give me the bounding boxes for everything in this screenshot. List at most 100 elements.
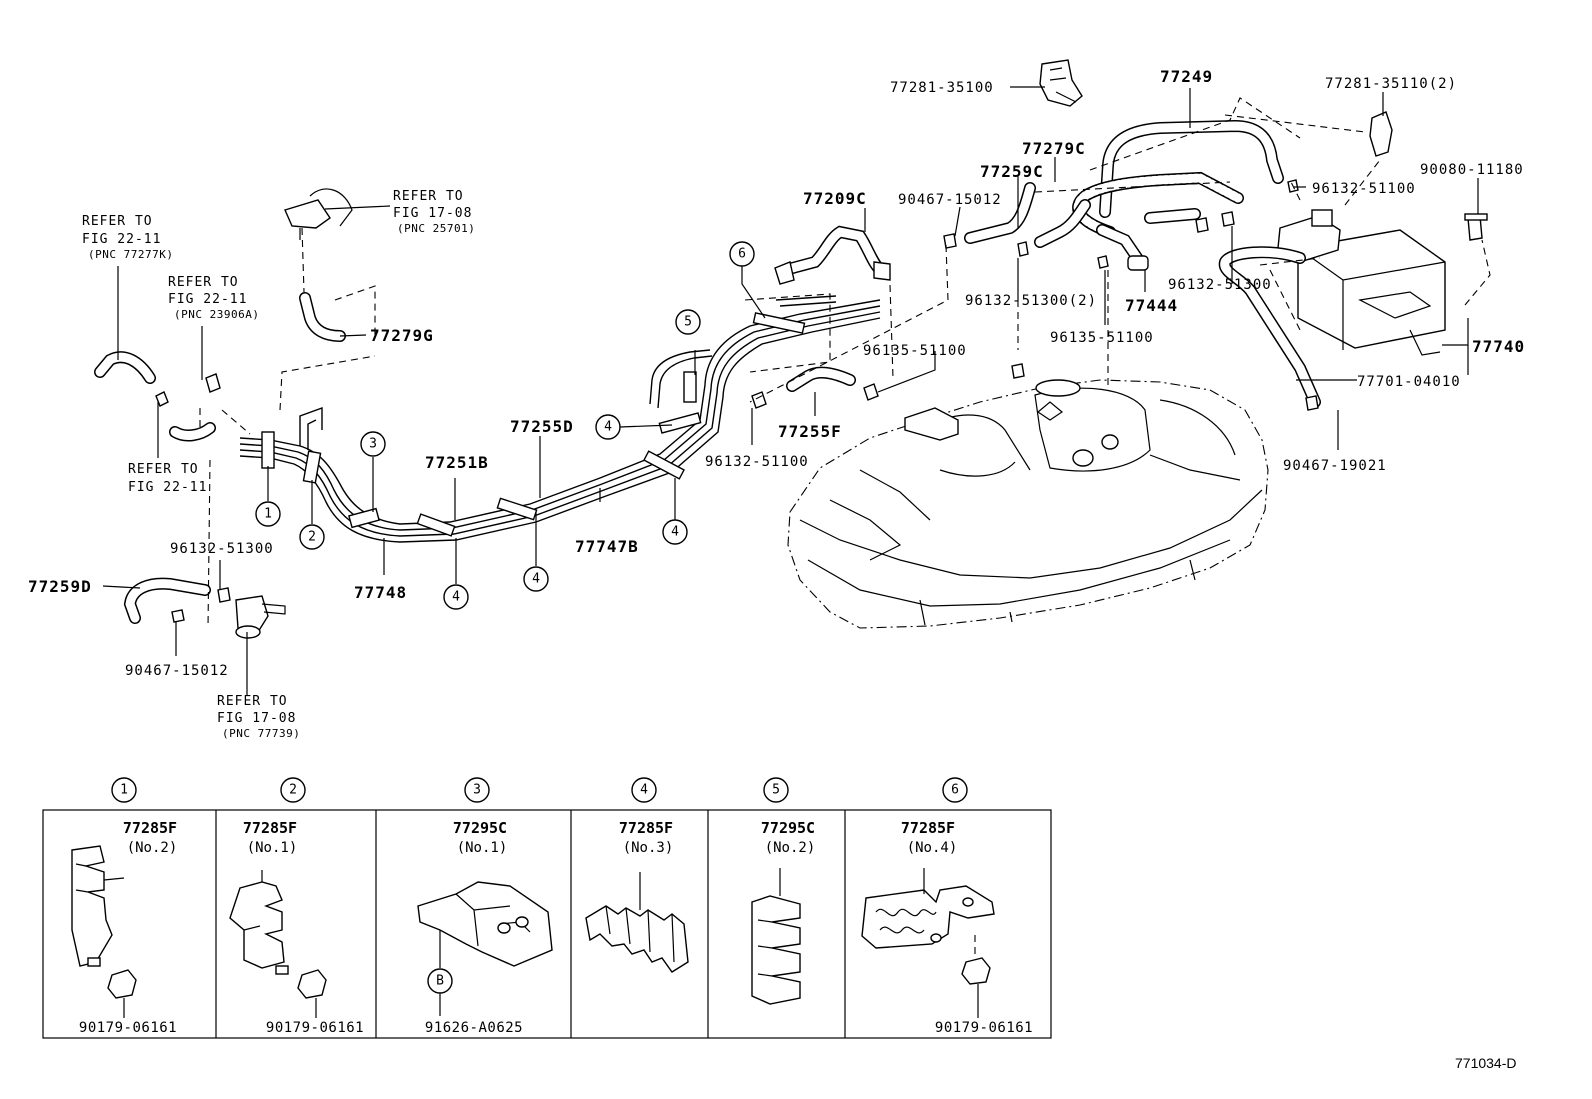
label-90467-19021: 90467-19021 xyxy=(1283,458,1387,474)
label-detail_boxes-0-part: 77285F xyxy=(123,819,177,837)
detail-box-4: 4 77285F (No.3) xyxy=(585,777,689,973)
label-detail_boxes-5-part: 77285F xyxy=(901,819,955,837)
label-96132-51300-left: 96132-51300 xyxy=(170,541,274,557)
label-callouts-2: 3 xyxy=(369,437,377,452)
label-callouts-0: 1 xyxy=(264,507,272,522)
ref5-line1: REFER TO xyxy=(217,694,288,709)
label-callout_b: B xyxy=(436,974,444,989)
callout-2: 2 xyxy=(299,524,325,550)
ref4-line2: FIG 22-11 xyxy=(128,480,207,495)
label-detail_boxes-4-part: 77295C xyxy=(761,819,815,837)
label-callouts-3: 4 xyxy=(604,420,612,435)
label-90080-11180: 90080-11180 xyxy=(1420,162,1524,178)
label-callouts-5: 6 xyxy=(738,247,746,262)
label-96132-51100-b: 96132-51100 xyxy=(705,454,809,470)
label-90467-15012-b: 90467-15012 xyxy=(125,663,229,679)
label-77279G: 77279G xyxy=(370,326,434,345)
label-detail_boxes-2-sub: (No.1) xyxy=(457,840,508,856)
label-detail_boxes-3-num: 4 xyxy=(640,783,648,798)
label-77259D: 77259D xyxy=(28,577,92,596)
label-77255D: 77255D xyxy=(510,417,574,436)
label-detail_boxes-2-part: 77295C xyxy=(453,819,507,837)
ref5-line3: (PNC 77739) xyxy=(222,727,300,740)
ref3-line3: (PNC 25701) xyxy=(397,222,475,235)
label-96132-51100-a: 96132-51100 xyxy=(1312,181,1416,197)
callout-4-a: 4 xyxy=(443,584,469,610)
callout-5: 5 xyxy=(675,309,701,335)
label-77209C: 77209C xyxy=(803,189,867,208)
label-77281-35110: 77281-35110(2) xyxy=(1325,76,1457,92)
label-detail_boxes-2-num: 3 xyxy=(473,783,481,798)
ref3-line2: FIG 17-08 xyxy=(393,206,472,221)
label-detail_boxes-5-num: 6 xyxy=(951,783,959,798)
part-labels: 77281-35100 77249 77281-35110(2) 90080-1… xyxy=(28,67,1525,679)
label-callouts-3: 4 xyxy=(671,525,679,540)
ref1-line3: (PNC 77277K) xyxy=(88,248,173,261)
label-callouts-4: 5 xyxy=(684,315,692,330)
label-detail_boxes-1-num: 2 xyxy=(289,783,297,798)
label-detail_boxes-3-sub: (No.3) xyxy=(623,840,674,856)
detail-box-5: 5 77295C (No.2) xyxy=(751,777,816,1005)
detail-box-1: 1 77285F (No.2) 90179-06161 xyxy=(71,777,177,1036)
callout-4-c: 4 xyxy=(662,519,688,545)
charcoal-canister xyxy=(1277,209,1446,356)
detail-box-3: 3 77295C (No.1) B 91626-A0625 xyxy=(417,777,553,1036)
callout-4-b: 4 xyxy=(523,566,549,592)
ref2-line1: REFER TO xyxy=(168,275,239,290)
label-77701-04010: 77701-04010 xyxy=(1357,374,1461,390)
leader-lines xyxy=(102,86,1479,695)
label-96132-51300-2: 96132-51300(2) xyxy=(965,293,1097,309)
label-77444: 77444 xyxy=(1125,296,1178,315)
label-detail_boxes-0-num: 1 xyxy=(120,783,128,798)
figure-code: 771034-D xyxy=(1455,1055,1517,1071)
label-77748: 77748 xyxy=(354,583,407,602)
clips-and-fittings xyxy=(155,59,1488,639)
guide-lines xyxy=(199,97,1491,958)
label-callouts-3: 4 xyxy=(452,590,460,605)
label-77249: 77249 xyxy=(1160,67,1213,86)
label-detail_boxes-5-bottom: 90179-06161 xyxy=(935,1020,1033,1036)
ref2-line3: (PNC 23906A) xyxy=(174,308,259,321)
detail-frame xyxy=(42,809,1052,1039)
callout-6: 6 xyxy=(729,241,755,267)
detail-boxes: 1 77285F (No.2) 90179-06161 2 77285F (No… xyxy=(42,777,1052,1039)
label-detail_boxes-3-part: 77285F xyxy=(619,819,673,837)
label-77255F: 77255F xyxy=(778,422,842,441)
ref4-line1: REFER TO xyxy=(128,462,199,477)
label-detail_boxes-1-sub: (No.1) xyxy=(247,840,298,856)
ref1-line2: FIG 22-11 xyxy=(82,232,161,247)
hoses xyxy=(94,119,1321,624)
fuel-tank xyxy=(787,379,1269,629)
label-77259C: 77259C xyxy=(980,162,1044,181)
detail-box-2: 2 77285F (No.1) 90179-06161 xyxy=(229,777,364,1036)
ref1-line1: REFER TO xyxy=(82,214,153,229)
label-detail_boxes-2-bottom: 91626-A0625 xyxy=(425,1020,523,1036)
label-detail_boxes-1-part: 77285F xyxy=(243,819,297,837)
label-90467-15012-a: 90467-15012 xyxy=(898,192,1002,208)
callout-1: 1 xyxy=(255,501,281,527)
label-callouts-3: 4 xyxy=(532,572,540,587)
detail-box-6: 6 77285F (No.4) 90179-06161 xyxy=(861,777,1033,1036)
label-77740: 77740 xyxy=(1472,337,1525,356)
label-96135-51100-a: 96135-51100 xyxy=(863,343,967,359)
label-77251B: 77251B xyxy=(425,453,489,472)
label-77279C: 77279C xyxy=(1022,139,1086,158)
fuel-line-bundle xyxy=(239,295,881,543)
reference-labels: REFER TO FIG 22-11 (PNC 77277K) REFER TO… xyxy=(82,189,475,740)
label-detail_boxes-4-sub: (No.2) xyxy=(765,840,816,856)
label-96135-51100-b: 96135-51100 xyxy=(1050,330,1154,346)
callout-4-d: 4 xyxy=(595,414,621,440)
label-detail_boxes-5-sub: (No.4) xyxy=(907,840,958,856)
label-77747B: 77747B xyxy=(575,537,639,556)
label-detail_boxes-0-bottom: 90179-06161 xyxy=(79,1020,177,1036)
ref2-line2: FIG 22-11 xyxy=(168,292,247,307)
label-96132-51300-right: 96132-51300 xyxy=(1168,277,1272,293)
ref3-line1: REFER TO xyxy=(393,189,464,204)
label-detail_boxes-4-num: 5 xyxy=(772,783,780,798)
label-callouts-1: 2 xyxy=(308,530,316,545)
ref5-line2: FIG 17-08 xyxy=(217,711,296,726)
callout-3: 3 xyxy=(360,431,386,457)
callouts-main: 1 2 3 4 4 4 4 5 6 xyxy=(255,241,755,610)
label-77281-35100: 77281-35100 xyxy=(890,80,994,96)
